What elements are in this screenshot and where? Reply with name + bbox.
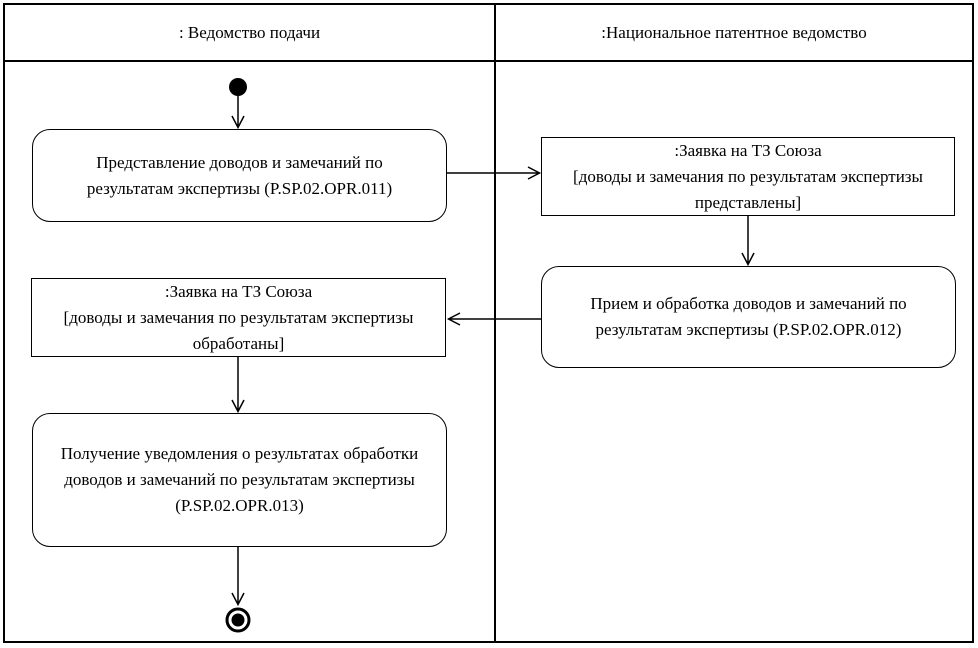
lane-title-national-patent-office: :Национальное патентное ведомство: [601, 22, 867, 42]
activity-node-opr-011: Представление доводов и замечаний по рез…: [32, 129, 447, 222]
activity-node-opr-012: Прием и обработка доводов и замечаний по…: [541, 266, 956, 368]
activity-node-opr-013: Получение уведомления о результатах обра…: [32, 413, 447, 547]
diagram-frame: [3, 3, 974, 643]
activity-node-opr-013-label: Получение уведомления о результатах обра…: [60, 444, 419, 515]
object-node-application-submitted: :Заявка на ТЗ Союза [доводы и замечания …: [541, 137, 955, 216]
object-node-application-submitted-text: :Заявка на ТЗ Союза [доводы и замечания …: [567, 138, 929, 216]
object-node-state: [доводы и замечания по результатам экспе…: [63, 307, 414, 353]
lane-header-national-patent-office: :Национальное патентное ведомство: [496, 5, 972, 60]
activity-node-opr-011-label: Представление доводов и замечаний по рез…: [86, 152, 393, 198]
object-node-state: [доводы и замечания по результатам экспе…: [573, 166, 923, 212]
object-node-title: :Заявка на ТЗ Союза: [164, 281, 313, 301]
lane-divider: [494, 3, 496, 643]
header-separator-line: [3, 60, 974, 62]
lane-title-filing-office: : Ведомство подачи: [178, 22, 321, 42]
object-node-application-processed-text: :Заявка на ТЗ Союза [доводы и замечания …: [58, 279, 420, 357]
lane-header-filing-office: : Ведомство подачи: [5, 5, 494, 60]
activity-node-opr-012-label: Прием и обработка доводов и замечаний по…: [590, 294, 907, 339]
object-node-application-processed: :Заявка на ТЗ Союза [доводы и замечания …: [31, 278, 446, 357]
object-node-title: :Заявка на ТЗ Союза: [674, 140, 822, 160]
